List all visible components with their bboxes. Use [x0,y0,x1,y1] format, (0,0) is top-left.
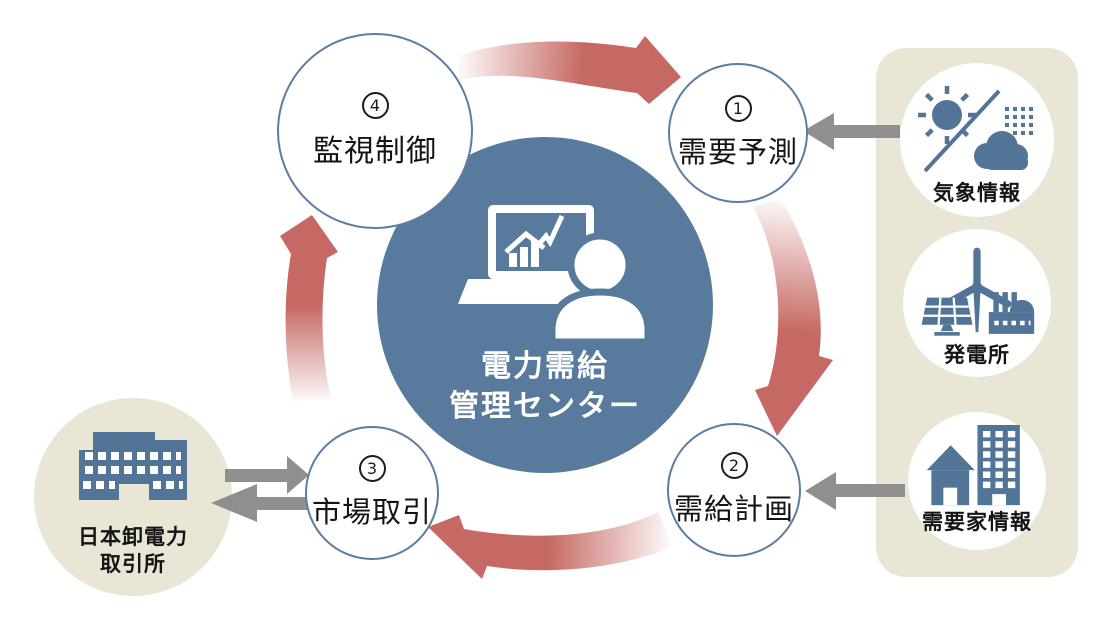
step2-number: 2 [720,452,748,479]
step3-number: 3 [358,455,386,482]
step1-circle: 1 需要予測 [668,63,808,203]
operator-laptop-icon [458,205,652,342]
jepx-label-line1: 日本卸電力 [78,526,188,549]
weather-icon [918,86,1033,173]
power-plant-icon [921,247,1035,336]
step1-number: 1 [724,95,752,122]
exchange-building-icon [79,432,187,500]
step1-label: 需要予測 [677,137,798,169]
center-title-line2: 管理センター [449,390,641,423]
inputs-panel: 気象情報 [876,48,1078,577]
cycle-arrow-bottom [428,512,673,579]
step3-circle: 3 市場取引 [305,426,439,560]
step3-label: 市場取引 [311,497,432,529]
input-consumer-circle: 需要家情報 [908,412,1046,550]
center-title: 電力需給 管理センター [377,347,713,427]
step2-circle: 2 需給計画 [667,423,801,557]
input-consumer-label: 需要家情報 [922,511,1032,534]
center-title-line1: 電力需給 [481,350,609,383]
center-hub-circle: 電力需給 管理センター [377,137,713,473]
input-weather-circle: 気象情報 [900,63,1054,217]
input-weather-label: 気象情報 [933,182,1021,205]
input-powerplant-label: 発電所 [944,344,1010,367]
cycle-arrow-right [753,199,833,436]
step4-label: 監視制御 [313,135,437,168]
jepx-circle: 日本卸電力 取引所 [34,398,232,596]
jepx-label-line2: 取引所 [100,553,166,576]
cycle-arrow-top [457,36,681,104]
house-building-icon [926,424,1020,506]
step2-label: 需給計画 [673,494,794,526]
step4-number: 4 [361,92,389,119]
jepx-label: 日本卸電力 取引所 [34,524,232,578]
step4-circle: 4 監視制御 [277,33,473,229]
arrow-jepx-to-step3 [225,456,309,494]
cycle-arrow-left [280,215,338,401]
input-powerplant-circle: 発電所 [903,229,1051,377]
